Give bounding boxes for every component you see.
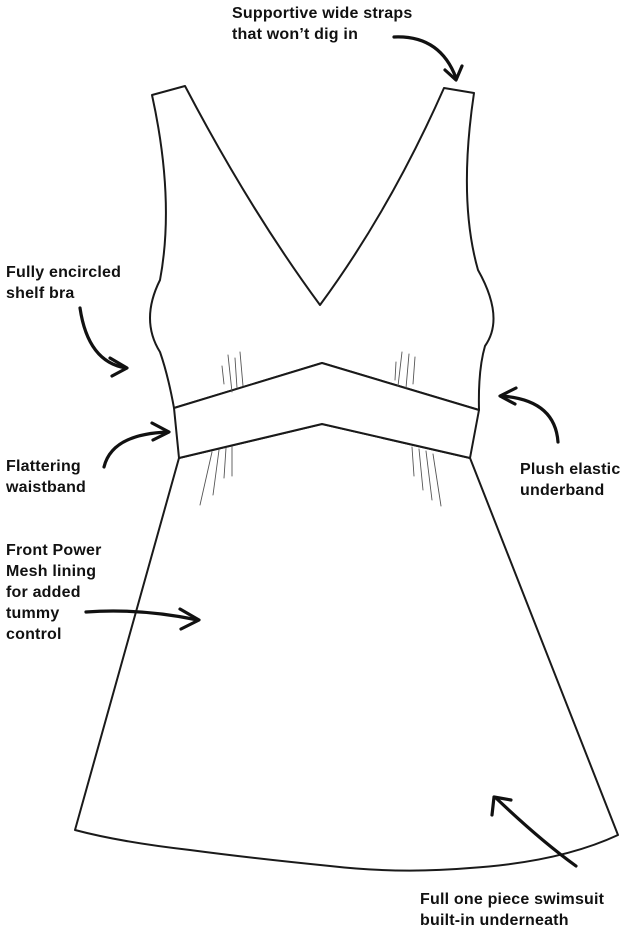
label-waistband: Flattering waistband: [6, 458, 87, 496]
bodice-gathers: [221, 351, 416, 393]
label-power-mesh: Front Power Mesh lining for added tummy …: [6, 542, 102, 643]
underband-arrow: [498, 386, 560, 444]
label-underband: Plush elastic underband: [520, 461, 621, 499]
label-shelf-bra: Fully encircled shelf bra: [6, 264, 122, 302]
label-straps: Supportive wide straps that won’t dig in: [232, 5, 413, 43]
bodice-outline: [149, 85, 495, 411]
label-swimsuit: Full one piece swimsuit built-in underne…: [420, 891, 605, 929]
shelf-bra-arrow: [78, 306, 129, 378]
skirt-gathers: [199, 446, 442, 507]
swimsuit-arrow: [490, 795, 578, 868]
waistband-arrow: [102, 421, 171, 469]
straps-arrow: [392, 35, 464, 82]
waistband-outline: [173, 362, 480, 459]
skirt-outline: [74, 423, 619, 872]
power-mesh-arrow: [84, 607, 201, 631]
